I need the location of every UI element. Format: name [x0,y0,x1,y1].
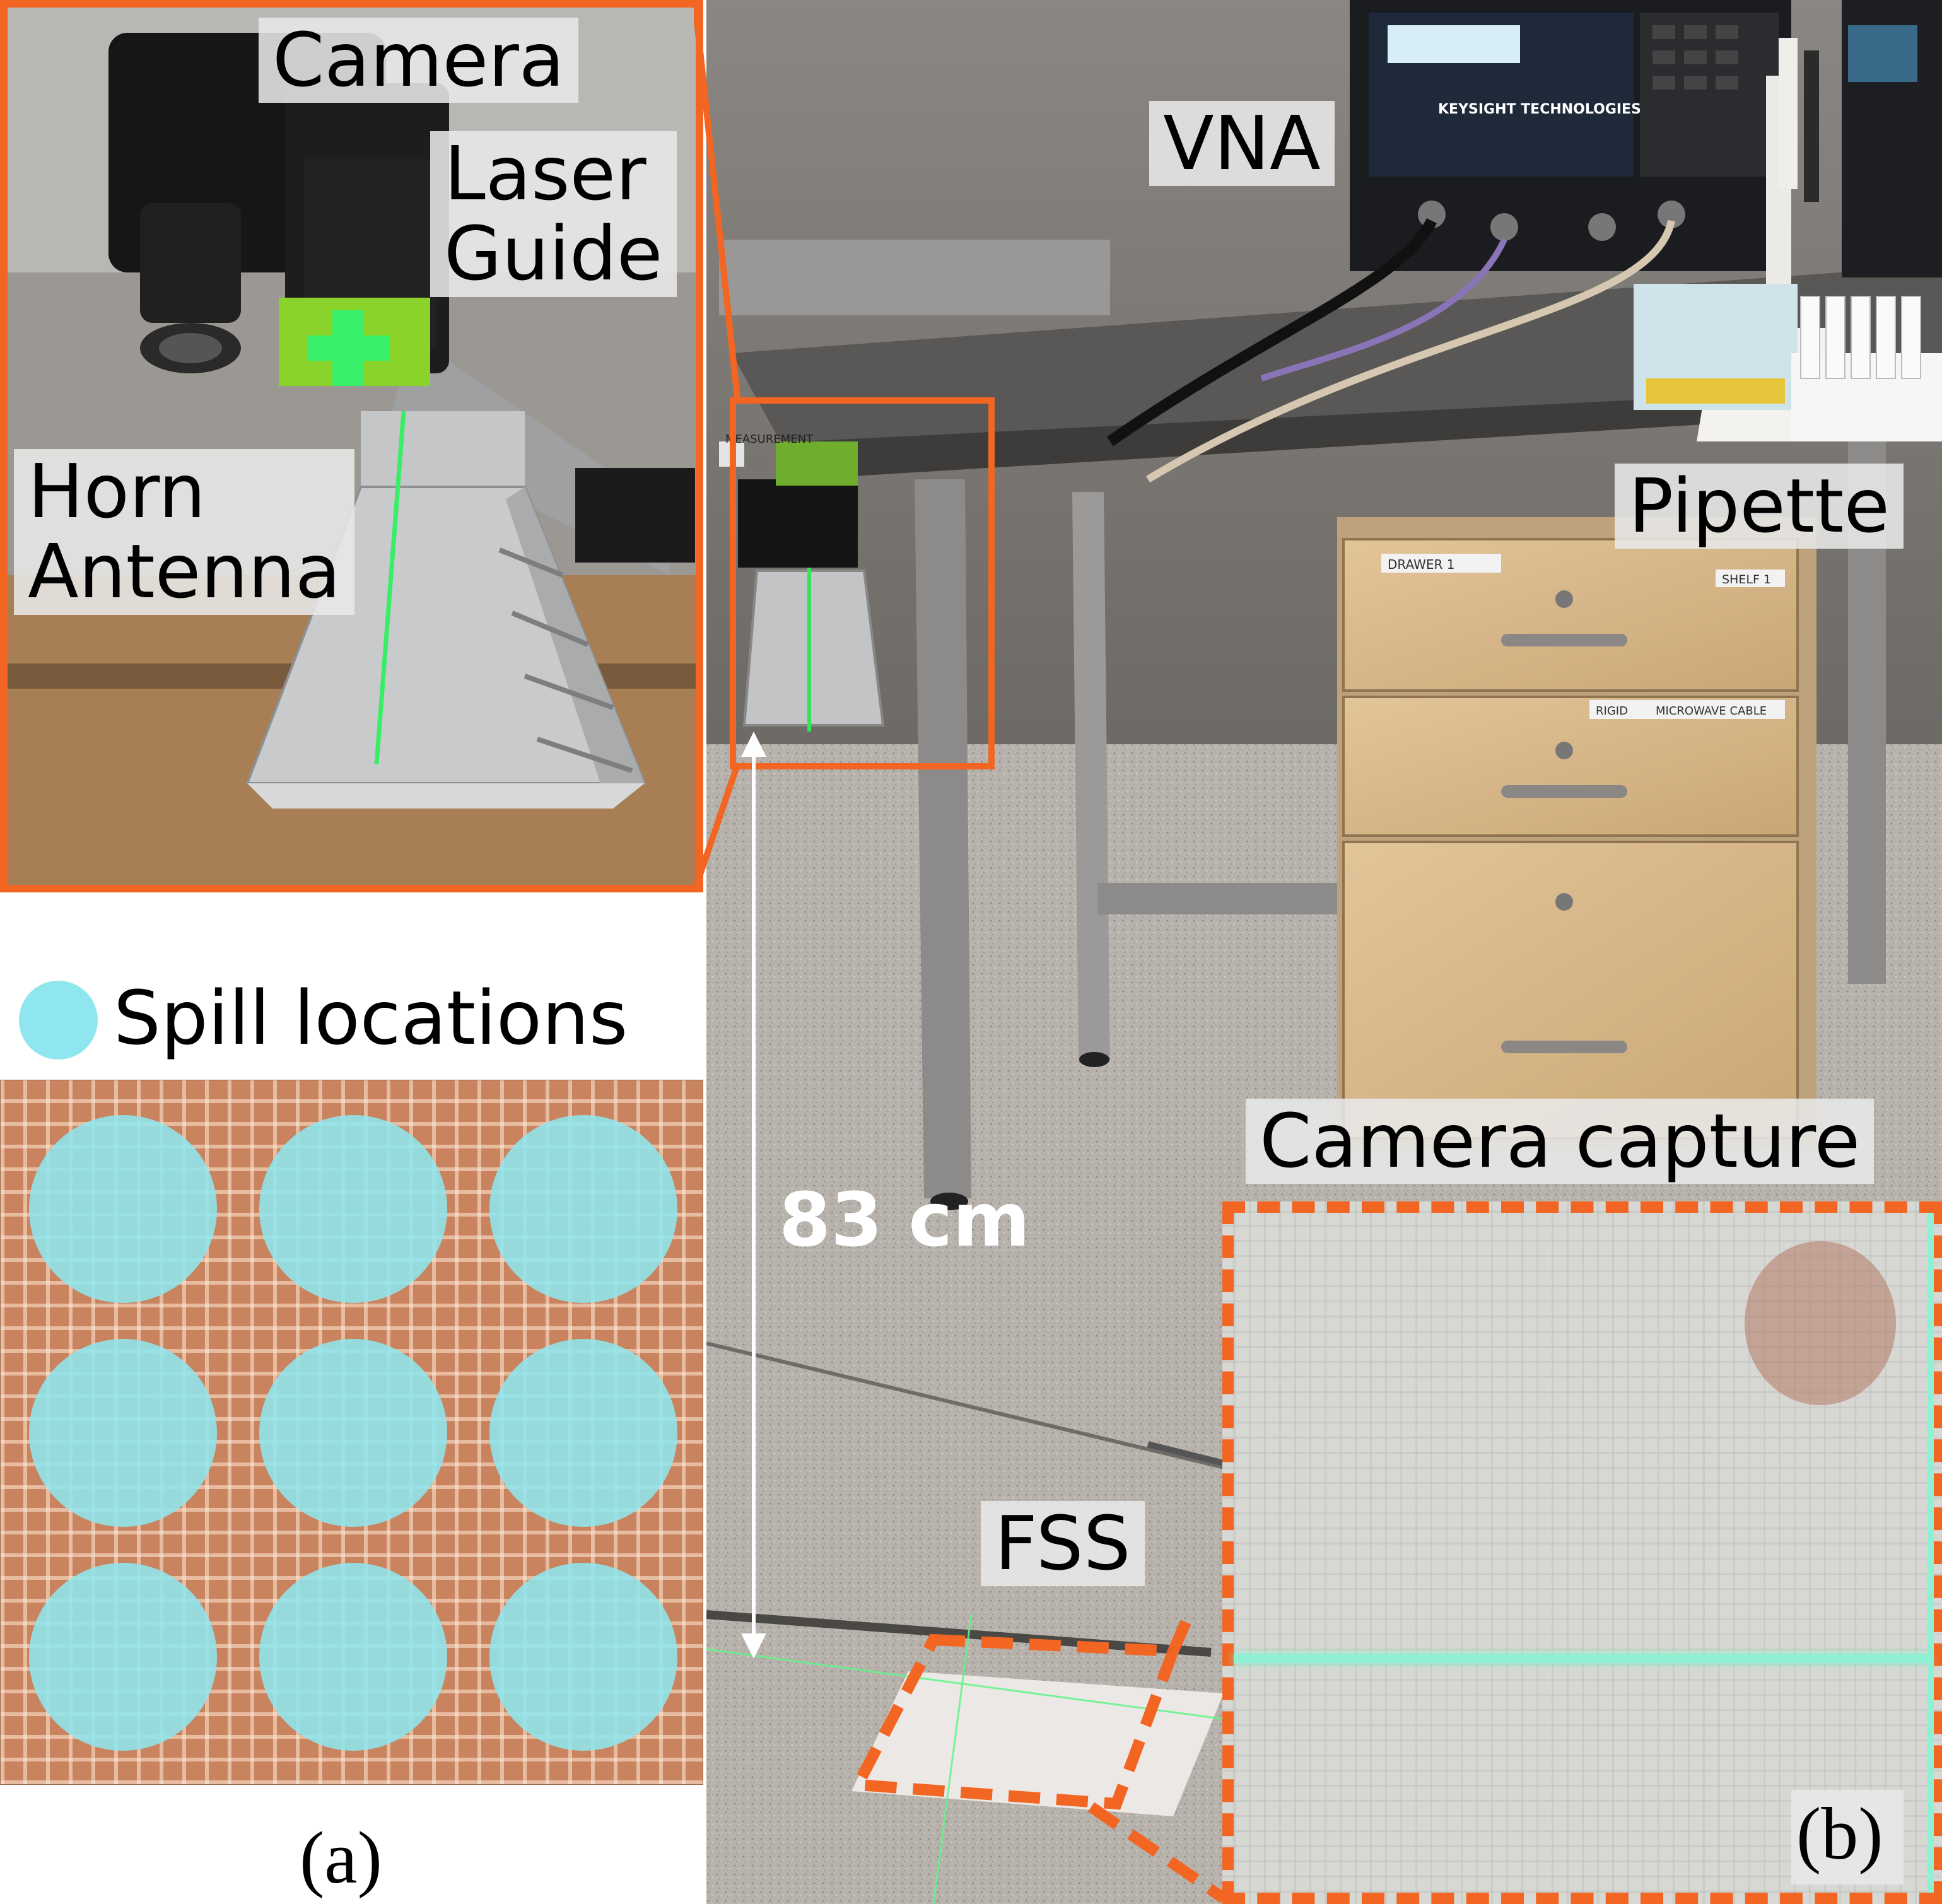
rigid-tag: RIGID [1596,704,1628,718]
spill-stain [1745,1241,1896,1405]
fss-label: FSS [981,1501,1145,1587]
spill-location [489,1563,677,1751]
drawer1-tag: DRAWER 1 [1388,557,1454,572]
spill-marker-icon [19,981,98,1060]
spill-location [29,1563,217,1751]
spill-location [259,1563,447,1751]
spill-location [489,1115,677,1303]
shelf1-tag: SHELF 1 [1722,573,1771,587]
spill-location [259,1339,447,1527]
spill-legend-label: Spill locations [114,974,628,1061]
fss-dashed-outline [848,1615,1227,1903]
measurement-tag: MEASUREMENT [725,433,814,446]
laser-line-horizontal [1234,1654,1931,1663]
inset-connector-lines [694,3,741,891]
spill-location [259,1115,447,1303]
keysight-brand: KEYSIGHT TECHNOLOGIES [1438,102,1641,117]
vna-label: VNA [1149,101,1335,187]
camera-capture-label: Camera capture [1246,1099,1875,1184]
pipette-label: Pipette [1615,464,1904,549]
fss-sheet-on-floor [851,1671,1224,1816]
panel-b-caption-box [1791,1790,1904,1884]
fss-board [0,1080,703,1785]
distance-arrow [741,732,766,1659]
inset-source-box [730,397,995,769]
laser-guide-label: Laser Guide [430,131,677,297]
spill-location [29,1339,217,1527]
microwave-cable-tag: MICROWAVE CABLE [1656,704,1767,718]
panel-a-caption: (a) [300,1816,382,1899]
spill-location [489,1339,677,1527]
spill-location [29,1115,217,1303]
distance-label: 83 cm [779,1176,1031,1263]
camera-label: Camera [259,18,579,103]
laser-line-vertical [1927,1213,1934,1893]
horn-antenna-label: Horn Antenna [14,449,355,615]
camera-capture-view [1222,1201,1942,1904]
panel-b-caption: (b) [1796,1792,1883,1875]
